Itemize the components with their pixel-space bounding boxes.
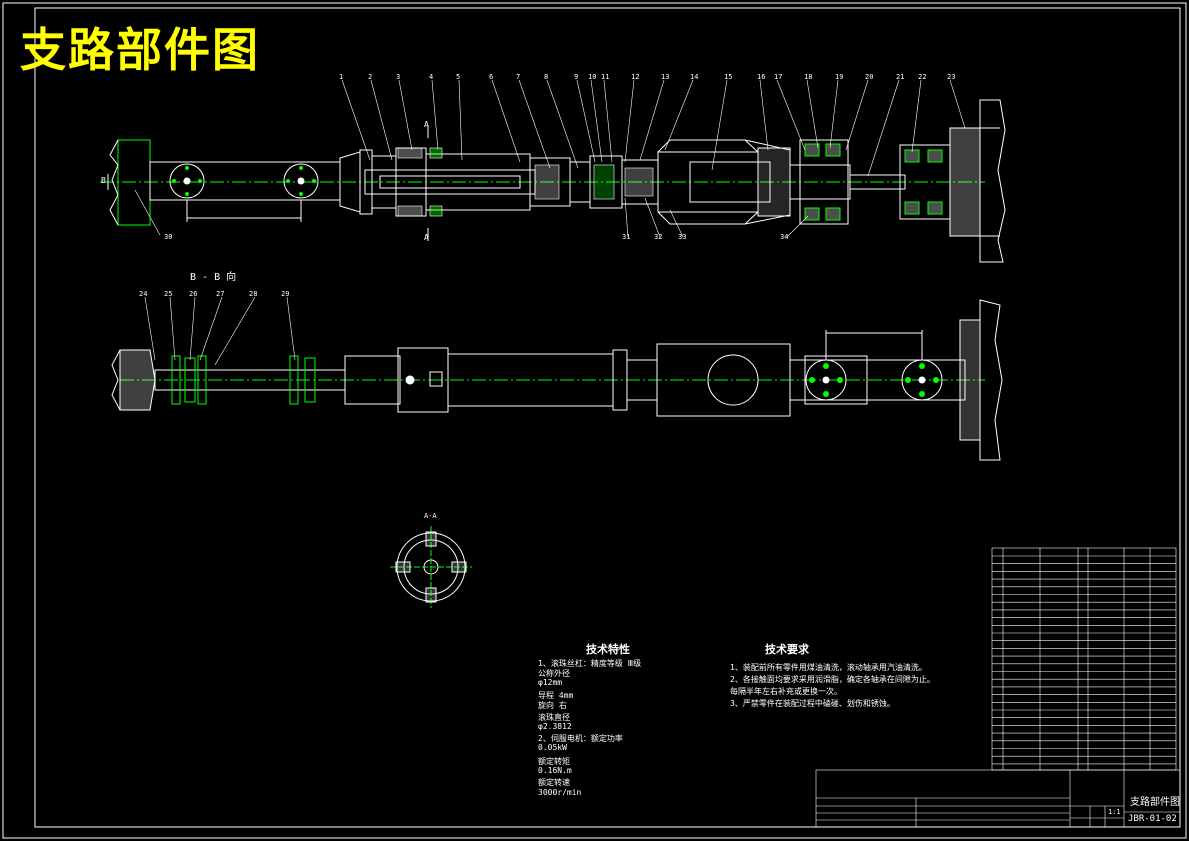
part-number: 5 [456, 73, 461, 81]
part-number: 8 [544, 73, 549, 81]
title-block [815, 769, 1181, 828]
part-number: 18 [804, 73, 813, 81]
tech-spec-line: 0.05kW [538, 743, 567, 752]
part-number: 7 [516, 73, 521, 81]
part-number: 13 [661, 73, 670, 81]
part-number: 23 [947, 73, 956, 81]
tech-spec-line: 1、滚珠丝杠：精度等级 Ⅲ级 [538, 659, 642, 668]
tech-spec-line: 额定转速 [538, 778, 570, 787]
main-view [100, 99, 1006, 263]
view-b-label: B - B 向 [190, 272, 237, 283]
tech-spec-line: 额定转矩 [538, 757, 570, 766]
part-number: 17 [774, 73, 783, 81]
title-block-scale: 1:1 [1108, 808, 1121, 816]
part-number: 26 [189, 290, 198, 298]
part-number: 30 [164, 233, 173, 241]
leaders-b [144, 296, 296, 366]
view-b [111, 299, 1003, 461]
part-number: 25 [164, 290, 173, 298]
tech-req-heading: 技术要求 [765, 643, 809, 656]
tech-spec-line: 导程 4mm [538, 691, 574, 700]
section-mark-bottom: A [424, 233, 429, 242]
part-number: 9 [574, 73, 579, 81]
tech-spec-line: φ12mm [538, 678, 563, 687]
part-number: 3 [396, 73, 401, 81]
tech-spec-line: 0.16N.m [538, 766, 572, 775]
part-number: 20 [865, 73, 874, 81]
tech-spec-line: 2、伺服电机：额定功率 [538, 734, 623, 743]
part-number: 16 [757, 73, 766, 81]
part-number: 33 [678, 233, 687, 241]
part-number: 15 [724, 73, 733, 81]
part-number: 19 [835, 73, 844, 81]
part-number: 2 [368, 73, 373, 81]
part-number: 12 [631, 73, 640, 81]
drawing-title: 支路部件图 [20, 23, 260, 77]
part-number: 11 [601, 73, 610, 81]
title-block-number: JBR-01-02 [1128, 814, 1177, 824]
part-number: 28 [249, 290, 258, 298]
part-number: 10 [588, 73, 597, 81]
part-number: 27 [216, 290, 225, 298]
tech-req-line: 每隔半年左右补充或更换一次。 [730, 687, 842, 696]
leaders-top [134, 79, 966, 238]
tech-spec-line: 3000r/min [538, 788, 582, 797]
part-number: 34 [780, 233, 789, 241]
tech-spec-line: φ2.3812 [538, 722, 572, 731]
part-number: 22 [918, 73, 927, 81]
part-number: 4 [429, 73, 434, 81]
tech-specs-heading: 技术特性 [586, 643, 630, 656]
view-a-label: A-A [424, 512, 437, 520]
part-number: 6 [489, 73, 494, 81]
title-block-name: 支路部件图 [1130, 797, 1180, 808]
part-number: 24 [139, 290, 148, 298]
tech-spec-line: 滚珠直径 [538, 713, 570, 722]
part-number: 32 [654, 233, 663, 241]
part-number: 21 [896, 73, 905, 81]
part-number: 31 [622, 233, 631, 241]
b-mark: B [101, 176, 106, 185]
section-a [390, 526, 472, 608]
tech-spec-line: 旋向 右 [538, 701, 567, 710]
section-mark-top: A [424, 120, 429, 129]
tech-spec-line: 公称外径 [538, 669, 570, 678]
tech-req-line: 2、各接触面均要求采用润滑脂，确定各轴承在间隙为止。 [730, 675, 935, 684]
parts-list [991, 547, 1177, 771]
part-number: 29 [281, 290, 290, 298]
part-number: 14 [690, 73, 699, 81]
tech-req-line: 3、严禁零件在装配过程中磕碰、划伤和锈蚀。 [730, 699, 895, 708]
part-number: 1 [339, 73, 344, 81]
tech-req-line: 1、装配前所有零件用煤油清洗，滚动轴承用汽油清洗。 [730, 663, 927, 672]
